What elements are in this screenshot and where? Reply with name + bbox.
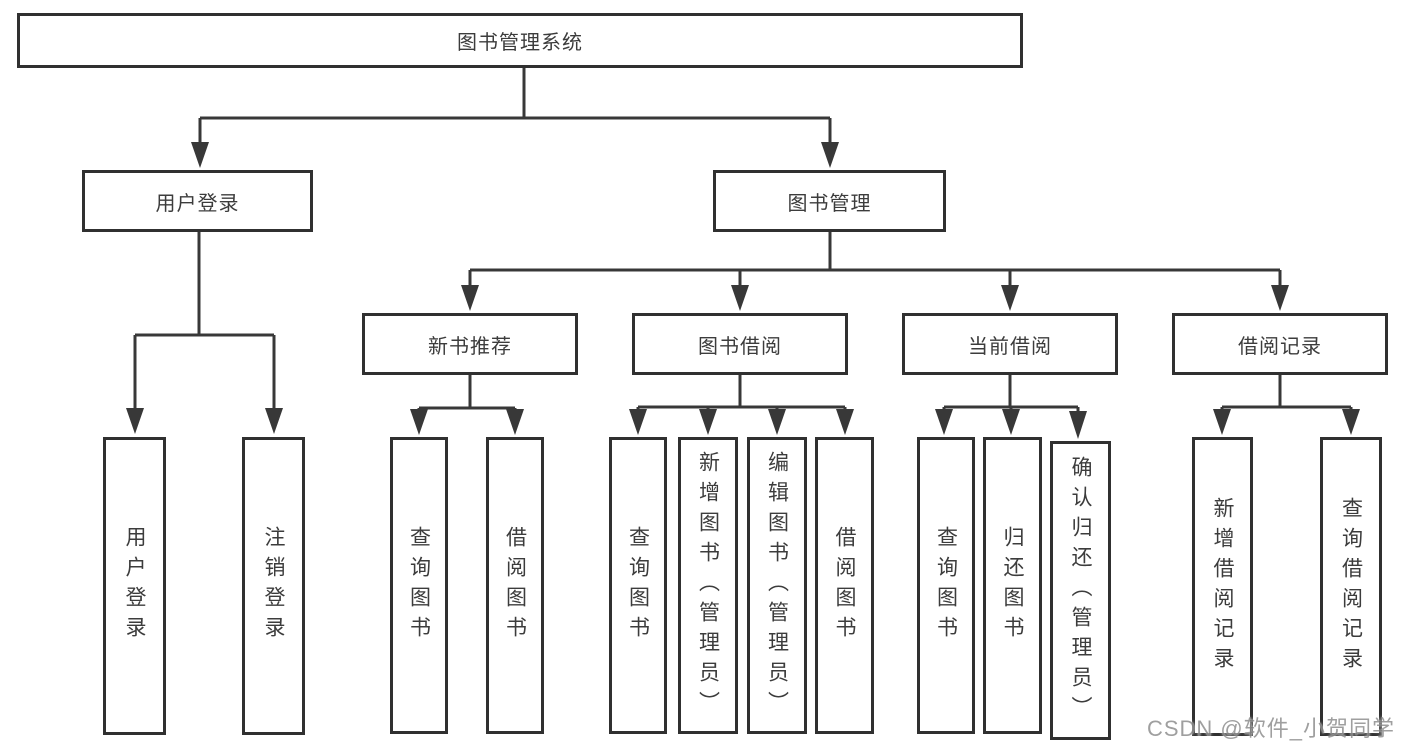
node-leaf-add-book-admin: 新增图书（管理员）: [678, 437, 738, 734]
node-leaf-return-book: 归还图书: [983, 437, 1042, 734]
node-new-book-recommend: 新书推荐: [362, 313, 578, 375]
node-leaf-logout: 注销登录: [242, 437, 305, 735]
node-book-borrowing: 图书借阅: [632, 313, 848, 375]
node-leaf-query-borrow-record: 查询借阅记录: [1320, 437, 1382, 736]
node-leaf-add-borrow-record: 新增借阅记录: [1192, 437, 1253, 736]
node-user-login: 用户登录: [82, 170, 313, 232]
node-book-management: 图书管理: [713, 170, 946, 232]
node-leaf-user-login: 用户登录: [103, 437, 166, 735]
node-leaf-borrow-books-1: 借阅图书: [486, 437, 544, 734]
csdn-watermark: CSDN @软件_小贺同学: [1146, 716, 1395, 741]
node-leaf-confirm-return-admin: 确认归还（管理员）: [1050, 441, 1111, 740]
node-leaf-query-books-3: 查询图书: [917, 437, 975, 734]
node-leaf-borrow-books-2: 借阅图书: [815, 437, 874, 734]
node-leaf-query-books-1: 查询图书: [390, 437, 448, 734]
arrowheads: [126, 142, 1360, 439]
node-book-management-system: 图书管理系统: [17, 13, 1023, 68]
node-borrowing-records: 借阅记录: [1172, 313, 1388, 375]
node-leaf-query-books-2: 查询图书: [609, 437, 667, 734]
node-leaf-edit-book-admin: 编辑图书（管理员）: [747, 437, 807, 734]
node-current-borrowing: 当前借阅: [902, 313, 1118, 375]
